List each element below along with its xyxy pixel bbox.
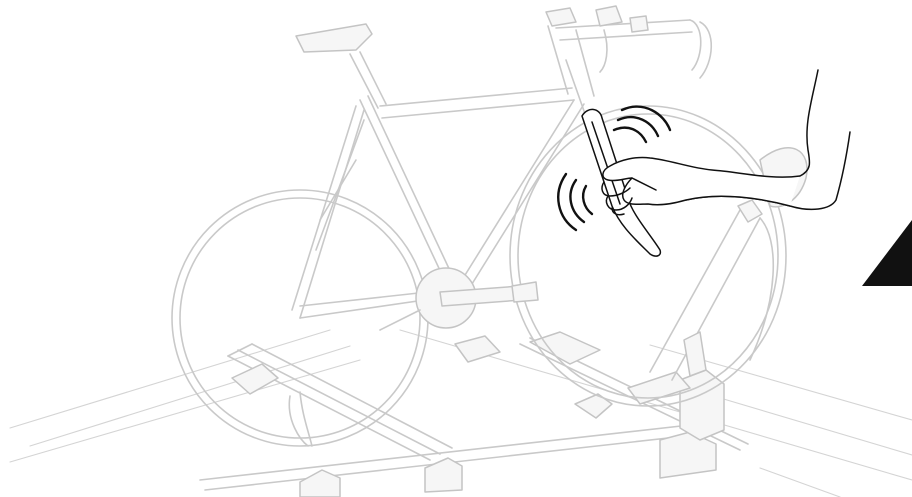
crankset <box>380 268 538 330</box>
saddle <box>296 24 386 108</box>
warning-triangle-icon <box>862 220 912 286</box>
handlebar <box>546 6 711 78</box>
